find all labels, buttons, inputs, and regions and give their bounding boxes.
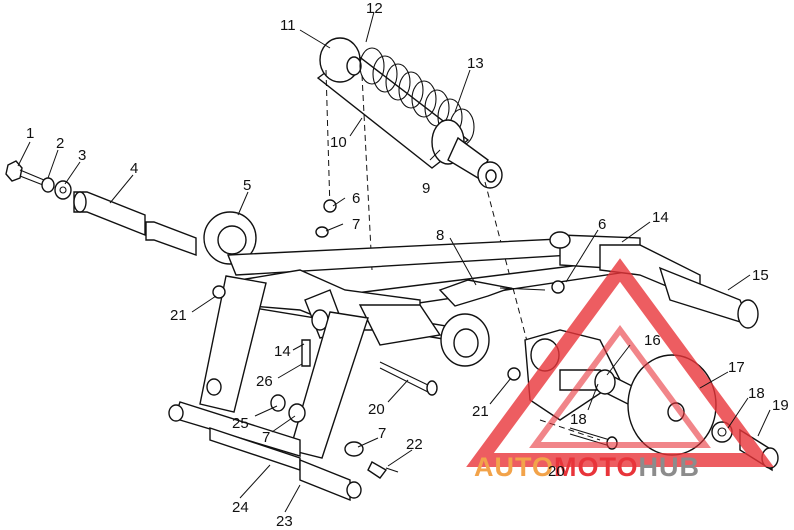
axle-hardware [5, 160, 257, 265]
alignment-line [325, 69, 331, 211]
leader-lines [17, 11, 771, 513]
callout-9: 9 [422, 180, 430, 197]
callout-7-middle: 7 [262, 429, 270, 446]
callout-26: 26 [256, 373, 273, 390]
shock-absorber [316, 37, 503, 189]
callout-23: 23 [276, 513, 293, 530]
callout-6-upper: 6 [352, 190, 360, 207]
callout-16: 16 [644, 332, 661, 349]
callout-12: 12 [366, 0, 383, 17]
lower-shock-link [168, 275, 369, 502]
callout-21-right: 21 [472, 403, 489, 420]
mounting-plate [239, 269, 442, 346]
callout-25: 25 [232, 415, 249, 432]
callout-20-right: 20 [548, 463, 565, 480]
callout-18-right: 18 [748, 385, 765, 402]
callout-17: 17 [728, 359, 745, 376]
callout-8: 8 [436, 227, 444, 244]
callout-21-left: 21 [170, 307, 187, 324]
alignment-line [484, 181, 529, 346]
callout-7-lower: 7 [378, 425, 386, 442]
watermark-logo: AUTOMOTOHUB [466, 258, 774, 482]
callout-4: 4 [130, 160, 138, 177]
callout-22: 22 [406, 436, 423, 453]
watermark-text: AUTOMOTOHUB [474, 452, 700, 482]
callout-15: 15 [752, 267, 769, 284]
callout-24: 24 [232, 499, 249, 516]
callout-14-left: 14 [274, 343, 291, 360]
callout-11: 11 [280, 17, 296, 34]
callout-7-upper: 7 [352, 216, 360, 233]
callout-18-left: 18 [570, 411, 587, 428]
watermark-moto: MOTO [554, 452, 639, 482]
callout-20-left: 20 [368, 401, 385, 418]
callout-14-right: 14 [652, 209, 669, 226]
watermark-hub: HUB [639, 452, 701, 482]
callout-3: 3 [78, 147, 86, 164]
watermark-auto: AUTO [474, 452, 554, 482]
watermark-inner-triangle [529, 324, 711, 448]
watermark-triangle [466, 258, 774, 467]
callout-numbers: 1 2 3 4 5 6 6 7 7 7 8 9 10 11 12 13 14 1… [26, 0, 789, 530]
callout-5: 5 [243, 177, 251, 194]
callout-2: 2 [56, 135, 64, 152]
callout-19: 19 [772, 397, 789, 414]
alignment-line [361, 74, 373, 271]
callout-1: 1 [26, 125, 34, 142]
callout-6-right: 6 [598, 216, 606, 233]
callout-10: 10 [330, 134, 347, 151]
callout-13: 13 [467, 55, 484, 72]
